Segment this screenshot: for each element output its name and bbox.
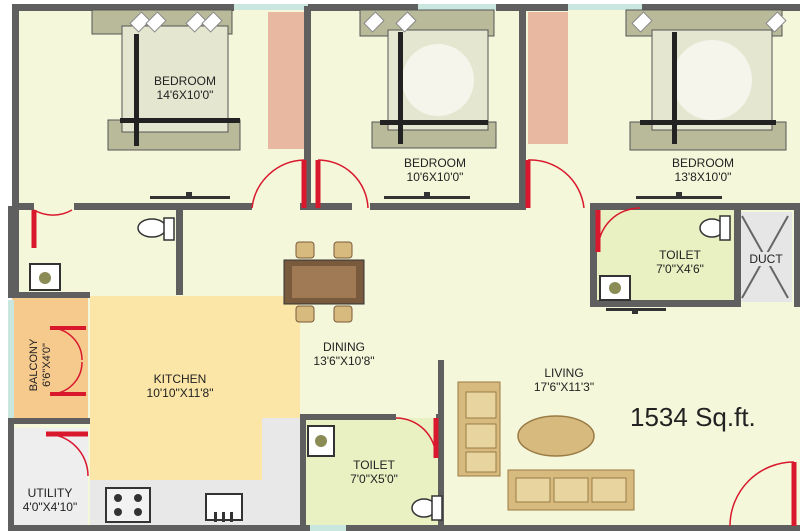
walls [8,4,800,531]
utility-label: UTILITY 4'0"X4'10" [16,486,84,514]
sink-toilet1 [599,275,631,301]
balcony-size: 6'6"X4'0" [41,343,53,387]
toilet1-name: TOILET [659,248,701,262]
utility-size: 4'0"X4'10" [22,500,78,514]
door-main [729,461,795,527]
wc-bath-left [137,217,175,241]
wc-toilet2 [411,495,443,521]
dining-set [283,241,365,323]
living-furniture [457,381,635,511]
window-top-2 [418,4,496,10]
toilet1-label: TOILET 7'0"X4'6" [640,248,720,276]
door-bath-left [33,209,73,216]
bedroom1-name: BEDROOM [153,74,216,88]
balcony-name: BALCONY [28,338,40,392]
balcony-label: BALCONY 6'6"X4'0" [21,330,61,400]
kitchen-sink [205,493,243,522]
window-left-balcony [8,300,14,418]
utility-floor [12,428,88,528]
balcony-floor [12,296,88,422]
bedroom3-size: 13'8X10'0" [674,170,732,184]
duct-name: DUCT [749,252,783,266]
kitchen-label: KITCHEN 10'10"X11'8" [130,372,230,400]
bed-1 [91,9,241,151]
wall-fixtures [150,192,722,314]
door-bedroom1 [251,159,305,209]
kitchen-size: 10'10"X11'8" [146,386,214,400]
dining-label: DINING 13'6"X10'8" [296,340,392,368]
bedroom1-size: 14'6X10'0" [156,88,214,102]
wardrobe-1 [268,12,308,149]
bedroom2-size: 10'6X10'0" [406,170,464,184]
kitchen-name: KITCHEN [153,372,207,386]
sink-bath-left [29,263,61,291]
bedroom3-name: BEDROOM [671,156,734,170]
window-bottom-1 [310,525,346,531]
bedroom1-label: BEDROOM 14'6X10'0" [130,74,240,102]
door-bedroom2 [317,159,369,209]
bed-2 [359,9,497,149]
door-bedroom3 [527,159,585,209]
sink-toilet2 [307,425,335,457]
toilet2-name: TOILET [353,458,395,472]
window-top-1 [232,4,310,10]
total-area: 1534 Sq.ft. [630,402,756,432]
utility-name: UTILITY [27,486,73,500]
living-name: LIVING [544,366,584,380]
duct-label: DUCT [744,252,788,266]
toilet1-size: 7'0"X4'6" [656,262,704,276]
kitchen-floor-step [90,418,262,480]
bedroom3-label: BEDROOM 13'8X10'0" [648,156,758,184]
wc-toilet1 [699,215,731,241]
living-label: LIVING 17'6"X11'3" [514,366,614,394]
doors [31,159,797,527]
bedroom2-label: BEDROOM 10'6X10'0" [380,156,490,184]
kitchen-stove [105,487,151,523]
living-size: 17'6"X11'3" [533,380,595,394]
window-top-3 [566,4,642,10]
dining-name: DINING [323,340,365,354]
toilet2-label: TOILET 7'0"X5'0" [334,458,414,486]
toilet2-size: 7'0"X5'0" [350,472,398,486]
wardrobe-2 [528,12,568,144]
bedroom2-name: BEDROOM [403,156,466,170]
dining-size: 13'6"X10'8" [313,354,375,368]
bed-3 [625,9,787,151]
